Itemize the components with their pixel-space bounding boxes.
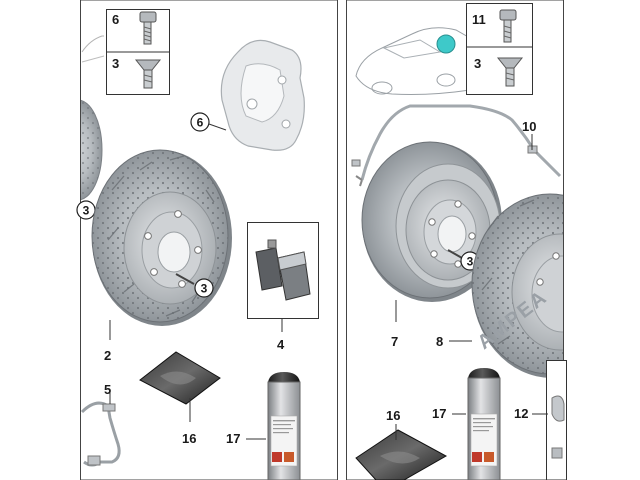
spray-can	[467, 368, 501, 480]
svg-text:4: 4	[277, 337, 285, 352]
svg-text:2: 2	[104, 348, 111, 363]
spray-can	[267, 372, 301, 480]
bolt-icon	[499, 9, 517, 43]
callout-disc-screw-upper: 3	[76, 200, 96, 220]
part-12-box	[546, 360, 567, 480]
svg-text:10: 10	[522, 119, 536, 134]
grease-sachet	[355, 429, 448, 480]
brake-pads-box	[247, 222, 319, 319]
svg-text:7: 7	[391, 334, 398, 349]
brake-disc-left	[91, 149, 232, 326]
grease-sachet	[139, 351, 221, 405]
svg-text:17: 17	[432, 406, 446, 421]
countersunk-screw-icon	[496, 57, 524, 87]
bolt-icon	[139, 11, 157, 45]
part-label-16-right: 16	[386, 408, 400, 440]
svg-text:17: 17	[226, 431, 240, 446]
wear-sensor	[80, 401, 121, 467]
partial-brake-disc	[81, 99, 103, 201]
callout-disc-screw-lower: 3	[194, 278, 214, 298]
inset-label-3: 3	[112, 56, 119, 71]
brake-pad-back	[277, 251, 311, 301]
location-marker	[436, 34, 456, 54]
svg-text:16: 16	[182, 431, 196, 446]
part-label-16: 16	[182, 398, 196, 446]
right-inset-box: 11 3	[466, 3, 533, 95]
svg-text:5: 5	[104, 382, 111, 397]
left-inset-box: 6 3	[106, 9, 170, 95]
inset-label-3: 3	[474, 56, 481, 71]
right-panel-frame	[346, 0, 564, 480]
part-label-12: 12	[514, 406, 548, 421]
callout-caliper: 6	[190, 112, 227, 132]
part-label-17: 17	[226, 431, 266, 446]
svg-text:8: 8	[436, 334, 443, 349]
car-outline-icon	[81, 35, 105, 63]
svg-text:3: 3	[201, 282, 208, 296]
inset-label-6: 6	[112, 12, 119, 27]
part-label-7: 7	[391, 300, 398, 349]
svg-text:16: 16	[386, 408, 400, 423]
part-label-8: 8	[436, 334, 472, 349]
countersunk-screw-icon	[134, 59, 162, 89]
part-label-5: 5	[104, 382, 111, 404]
svg-text:12: 12	[514, 406, 528, 421]
brake-caliper	[220, 39, 305, 151]
part-label-2: 2	[104, 320, 111, 363]
svg-text:3: 3	[467, 255, 474, 269]
part-label-17-right: 17	[432, 406, 466, 421]
part-label-10: 10	[522, 119, 536, 150]
svg-text:6: 6	[197, 116, 204, 130]
brake-pad-front	[255, 239, 283, 291]
part-label-4: 4	[277, 318, 285, 352]
inset-label-11: 11	[472, 12, 486, 27]
svg-text:3: 3	[83, 204, 90, 218]
left-panel-frame	[80, 0, 338, 480]
brake-disc-rear-right	[471, 193, 563, 378]
